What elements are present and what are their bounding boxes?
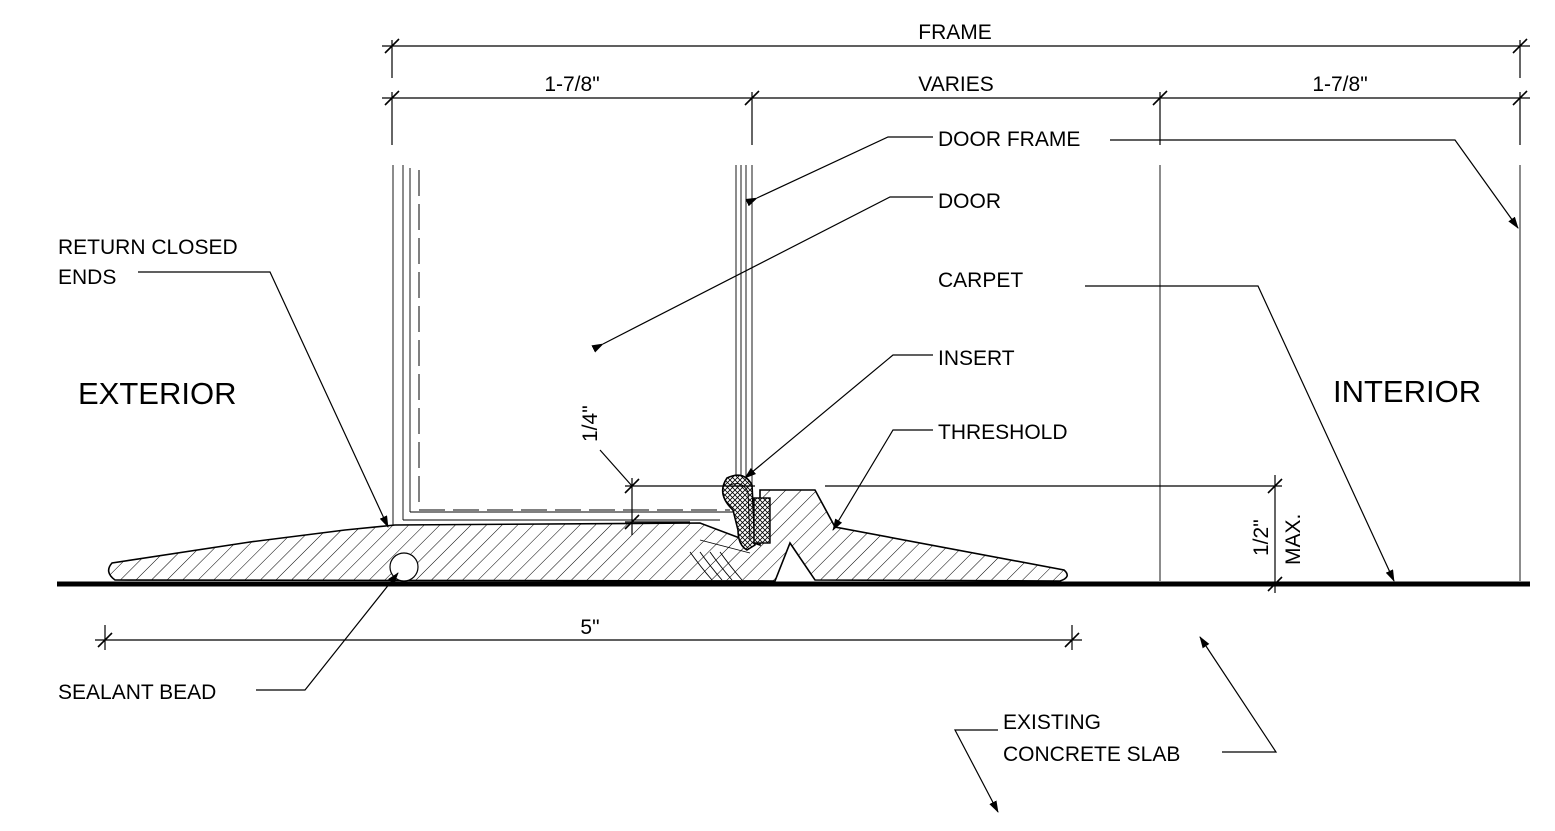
carpet-callout: CARPET	[938, 269, 1395, 582]
return-closed-ends-label-line2: ENDS	[58, 266, 116, 289]
door-leaf	[403, 165, 753, 540]
left-width-label: 1-7/8"	[544, 73, 599, 96]
door-callout: DOOR	[591, 190, 1001, 353]
threshold-width-dimension: 5"	[95, 616, 1082, 650]
sealant-bead-callout: SEALANT BEAD	[58, 572, 399, 704]
door-frame-label: DOOR FRAME	[938, 128, 1080, 151]
middle-width-label: VARIES	[918, 73, 993, 96]
concrete-slab-label-line2: CONCRETE SLAB	[1003, 743, 1180, 766]
threshold-underside	[699, 539, 751, 554]
width-dimension-string: 1-7/8" VARIES 1-7/8"	[382, 73, 1530, 145]
insert-label: INSERT	[938, 347, 1015, 370]
threshold-profile	[107, 489, 1068, 582]
insert-callout: INSERT	[744, 347, 1015, 479]
insert-stem	[753, 497, 771, 544]
door-label: DOOR	[938, 190, 1001, 213]
height-dimension-label: 1/2"	[1250, 519, 1273, 556]
sealant-bead-label: SEALANT BEAD	[58, 681, 216, 704]
threshold-callout: THRESHOLD	[832, 421, 1068, 531]
return-closed-ends-callout: RETURN CLOSED ENDS	[58, 236, 389, 528]
frame-dimension-label: FRAME	[918, 21, 992, 44]
concrete-slab-label-line1: EXISTING	[1003, 711, 1101, 734]
height-dimension-suffix: MAX.	[1282, 514, 1305, 565]
concrete-slab-callout: EXISTING CONCRETE SLAB	[954, 636, 1278, 813]
interior-label: INTERIOR	[1333, 374, 1481, 409]
right-width-label: 1-7/8"	[1312, 73, 1367, 96]
height-dimension: 1/2" MAX.	[825, 475, 1305, 593]
interior-frame-lines	[1159, 165, 1521, 581]
threshold-label: THRESHOLD	[938, 421, 1068, 444]
gap-dimension-label: 1/4"	[579, 405, 602, 442]
door-frame-callout: DOOR FRAME	[745, 128, 1519, 229]
threshold-flange-detail	[689, 551, 743, 581]
gap-dimension: 1/4"	[579, 405, 755, 535]
carpet-label: CARPET	[938, 269, 1023, 292]
frame-dimension: FRAME	[382, 21, 1530, 78]
insert-seal-inner	[729, 483, 751, 541]
insert-seal	[721, 474, 756, 551]
threshold-width-label: 5"	[580, 616, 599, 639]
sealant-bead-circle	[389, 552, 419, 582]
exterior-label: EXTERIOR	[78, 376, 236, 411]
door-frame-left	[392, 165, 404, 530]
return-closed-ends-label-line1: RETURN CLOSED	[58, 236, 238, 259]
